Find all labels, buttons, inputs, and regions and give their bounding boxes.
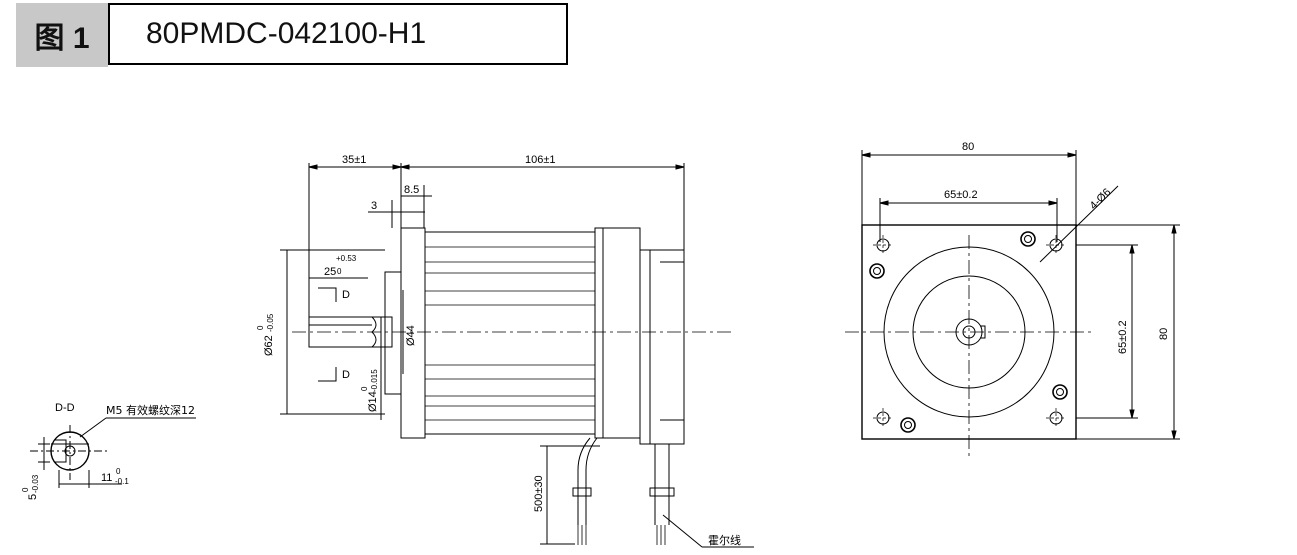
- dim-key-25-tol-up: +0.53: [336, 254, 357, 263]
- dim-11-tol-up: 0: [116, 467, 121, 476]
- dim-key-25: 25: [324, 266, 336, 278]
- dim-shaft-length: 35±1: [342, 154, 366, 166]
- dim-flange-8-5: 8.5: [404, 184, 419, 196]
- dim-dia-14-tol-up: 0: [360, 386, 369, 391]
- dim-lead-length: 500±30: [533, 475, 545, 512]
- dim-body-length: 106±1: [525, 154, 556, 166]
- dim-holes: 4-Ø6: [1088, 186, 1114, 212]
- dim-5-tol-up: 0: [21, 487, 30, 492]
- model-number: 80PMDC-042100-H1: [108, 3, 568, 65]
- dim-width: 80: [962, 141, 974, 153]
- section-mark-top: D: [342, 289, 350, 301]
- dim-dia-62: Ø62: [263, 335, 275, 356]
- dim-dia-14: Ø14: [367, 391, 379, 412]
- dim-height: 80: [1158, 328, 1170, 340]
- figure-label: 图 1: [16, 3, 108, 67]
- dim-dia-14-tol-dn: -0.015: [370, 369, 379, 392]
- thread-note: M5 有效螺纹深12: [106, 403, 195, 417]
- front-view: 80 65±0.2 4-Ø6: [845, 141, 1180, 458]
- dim-dia-62-tol-up: 0: [256, 325, 265, 330]
- dim-hole-spacing-h: 65±0.2: [944, 189, 978, 201]
- figure-header: 图 1 80PMDC-042100-H1: [16, 3, 570, 67]
- section-dd-title: D-D: [55, 402, 75, 414]
- dim-key-25-tol-dn: 0: [337, 267, 342, 276]
- dim-hole-spacing-v: 65±0.2: [1117, 320, 1129, 354]
- dim-dia-62-tol-dn: -0.05: [266, 313, 275, 332]
- hall-wire-label: 霍尔线: [708, 533, 741, 547]
- dim-5: 5: [27, 494, 39, 500]
- dim-5-tol: -0.03: [31, 474, 40, 493]
- dim-11-tol: -0.1: [115, 477, 129, 486]
- dim-dia-44: Ø44: [405, 325, 417, 346]
- side-view: 35±1 106±1 8.5 3 25 +0.53 0 D D: [256, 154, 754, 548]
- dim-step-3: 3: [371, 200, 377, 212]
- section-mark-bottom: D: [342, 369, 350, 381]
- dim-11: 11: [101, 472, 112, 484]
- section-dd: D-D M5 有效螺纹深12 11 0 -0.1 5 0 -0.03: [21, 402, 196, 500]
